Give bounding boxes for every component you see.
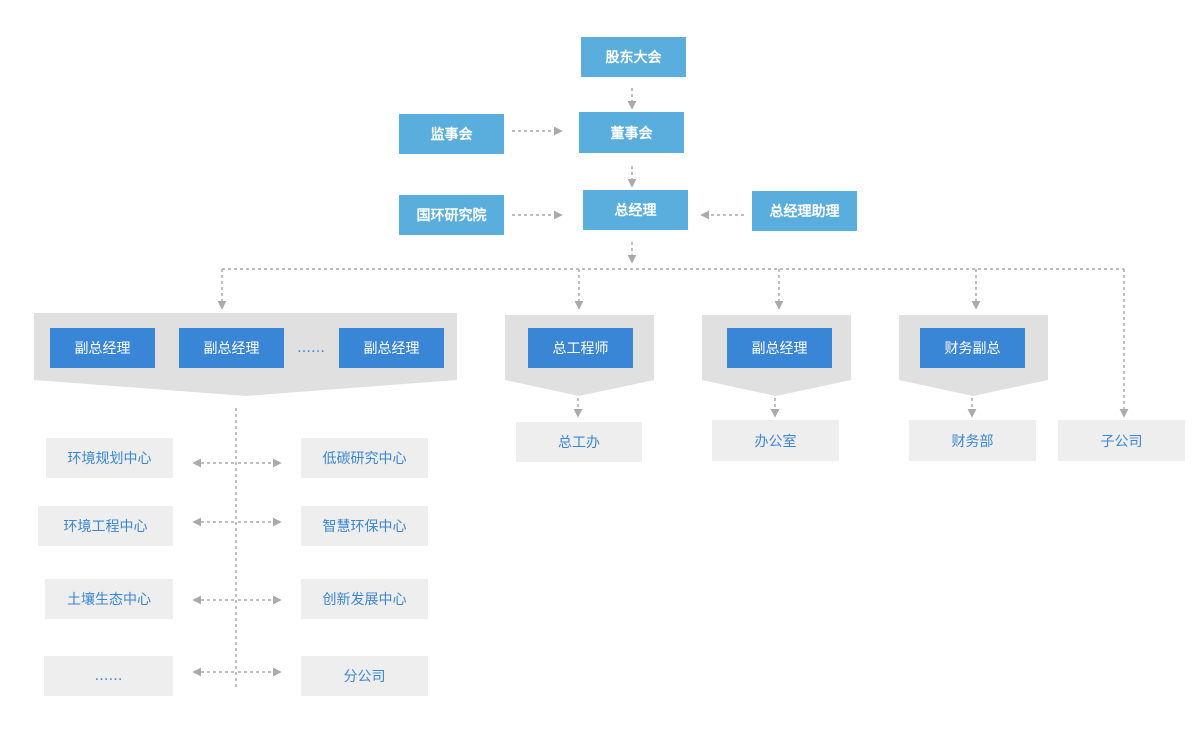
chief-engineer-box: 总工程师 [528,328,633,368]
gm-box: 总经理 [583,190,688,230]
center-left-4: …… [44,656,173,696]
center-right-2: 智慧环保中心 [301,506,428,546]
vp-ellipsis: …… [297,340,325,356]
institute-box: 国环研究院 [399,195,504,235]
shareholders-box: 股东大会 [581,37,686,77]
supervisors-box: 监事会 [399,114,504,154]
center-left-2: 环境工程中心 [38,506,173,546]
chief-engineer-office-box: 总工办 [516,422,642,462]
finance-vp-box: 财务副总 [920,328,1025,368]
center-left-1: 环境规划中心 [46,438,173,478]
center-right-4: 分公司 [301,656,428,696]
center-left-3: 土壤生态中心 [45,579,173,619]
vp-box-1: 副总经理 [50,328,155,368]
vp-box-2: 副总经理 [179,328,284,368]
board-box: 董事会 [579,112,684,153]
vp-office-head-box: 副总经理 [727,328,832,368]
office-box: 办公室 [712,420,839,461]
vp-box-3: 副总经理 [339,328,444,368]
finance-dept-box: 财务部 [909,420,1036,461]
gm-assistant-box: 总经理助理 [752,191,857,231]
center-right-1: 低碳研究中心 [301,438,428,478]
subsidiary-box: 子公司 [1058,420,1185,461]
center-right-3: 创新发展中心 [301,579,428,619]
